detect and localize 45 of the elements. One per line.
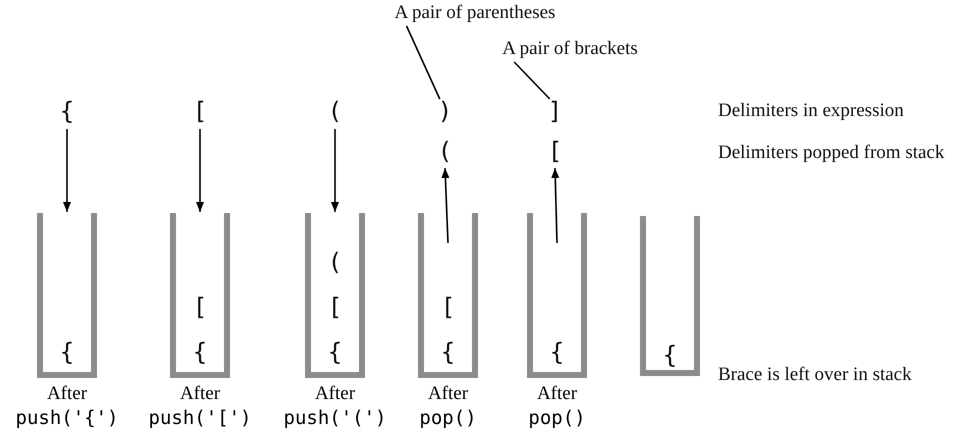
stack-caption: After [428, 383, 468, 405]
stack-container [170, 213, 230, 378]
stack-item: { [328, 338, 342, 366]
callout-label: A pair of parentheses [394, 2, 556, 24]
row-label: Delimiters popped from stack [718, 142, 944, 164]
operation-code: push('[') [148, 407, 252, 429]
stack-item: [ [440, 293, 456, 321]
stack-item: [ [192, 293, 208, 321]
stack-item: [ [328, 293, 342, 321]
stack-container [37, 213, 97, 378]
operation-code: pop() [528, 407, 586, 429]
stack-item: { [662, 341, 678, 369]
delimiter-symbol: ( [328, 97, 342, 125]
stack-item: ( [328, 248, 342, 276]
delimiter-symbol: ] [548, 97, 562, 125]
stack-caption: After [314, 383, 356, 405]
stack-container [527, 213, 587, 378]
operation-code: pop() [419, 407, 477, 429]
stack-caption: After [536, 383, 578, 405]
stack-container [418, 213, 478, 378]
arrow [441, 168, 450, 244]
callout-label: A pair of brackets [502, 38, 638, 60]
delimiter-symbol: { [60, 97, 74, 125]
stack-item: { [60, 338, 74, 366]
leader-line [514, 61, 550, 100]
stack-caption: After [46, 383, 88, 405]
operation-code: push('{') [16, 407, 118, 429]
arrow [331, 129, 339, 212]
delimiter-symbol: [ [548, 137, 562, 165]
operation-code: push('(') [284, 407, 386, 429]
stack-container [640, 216, 700, 376]
stack-container [305, 213, 365, 378]
row-label: Brace is left over in stack [718, 364, 912, 386]
delimiter-symbol: [ [192, 97, 208, 125]
row-label: Delimiters in expression [718, 100, 904, 122]
arrow [551, 168, 560, 244]
stack-caption: After [180, 383, 220, 405]
delimiter-symbol: ) [438, 97, 452, 125]
delimiter-symbol: ( [438, 137, 452, 165]
arrow [63, 129, 71, 212]
leader-line [406, 26, 440, 100]
stack-item: { [550, 338, 564, 366]
stack-item: { [440, 338, 456, 366]
stack-item: { [192, 338, 208, 366]
arrow [196, 129, 204, 212]
